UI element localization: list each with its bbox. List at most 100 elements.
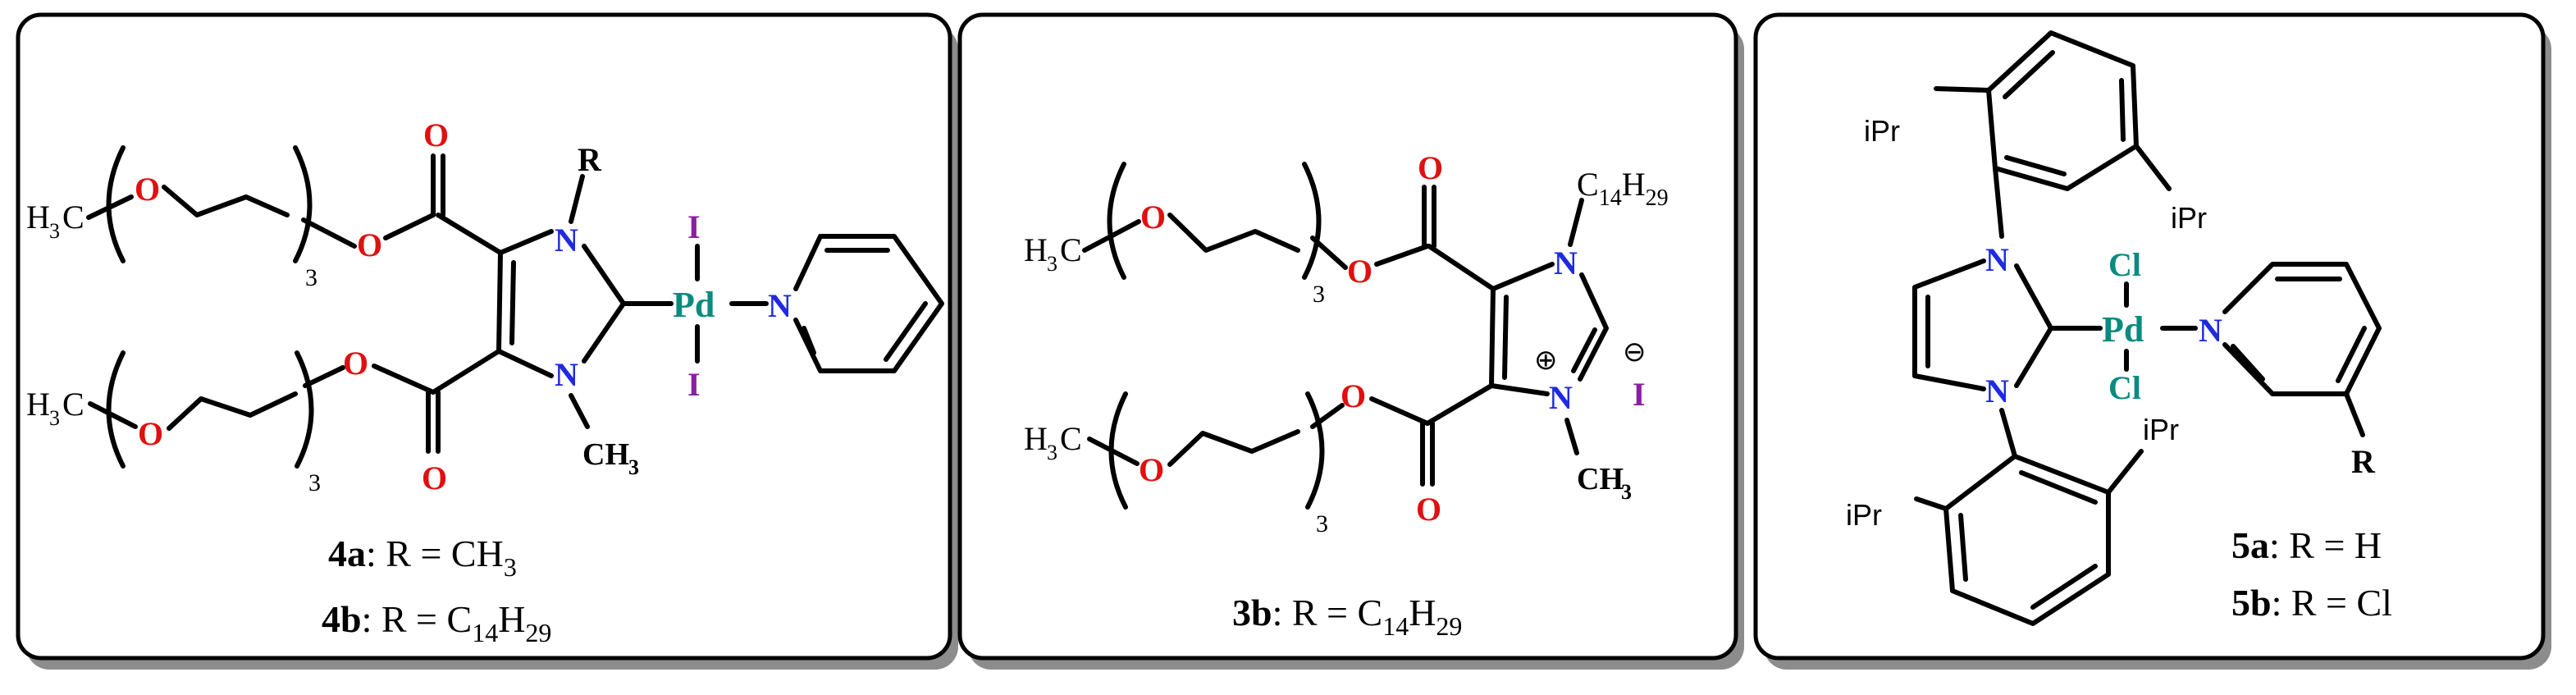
r-group: R — [578, 141, 602, 178]
label-4b: 4b: R = C14H29 — [322, 598, 551, 647]
molecule-3b: H 3 C O 3 O O H 3 C O 3 O O N N — [1024, 149, 1669, 641]
bond — [2106, 449, 2144, 495]
bond — [303, 365, 345, 388]
h3c-bottom: H — [26, 386, 50, 423]
compound-id-5a: 5a — [2231, 524, 2269, 566]
h3c-bottom-c: C — [62, 386, 84, 423]
iodine-atom: I — [687, 366, 701, 403]
bond — [436, 213, 503, 255]
bond — [383, 213, 436, 240]
bond — [1564, 418, 1579, 455]
bond — [1491, 262, 1555, 291]
bond — [569, 174, 585, 224]
bond — [1425, 383, 1494, 426]
label-3b-text: : R = C — [1272, 592, 1383, 633]
label-4b-text: : R = C — [362, 598, 473, 640]
isopropyl-label: iPr — [2171, 201, 2207, 235]
iodine-atom: I — [687, 208, 701, 245]
oxygen-atom: O — [357, 226, 382, 263]
nitrogen-atom: N — [555, 222, 578, 258]
oxygen-atom: O — [1341, 377, 1366, 414]
repeat-count-bottom: 3 — [308, 469, 321, 496]
nitrogen-atom: N — [2199, 312, 2222, 349]
label-4b-sub2: 29 — [525, 618, 551, 647]
carbonyl-double-bond — [431, 153, 445, 217]
ring-double-bond — [496, 250, 516, 354]
aryl-ring-bottom-double-bonds — [1958, 470, 2098, 610]
carbonyl-double-bond — [426, 390, 441, 454]
chlorine-atom: Cl — [2108, 246, 2141, 283]
bond — [2134, 144, 2172, 191]
h3c-top: H — [1024, 231, 1048, 268]
carbonyl-double-bond — [1420, 421, 1435, 487]
label-3b-sub: 14 — [1382, 611, 1409, 641]
bond — [1167, 429, 1300, 467]
label-3b-mid: H — [1409, 592, 1436, 633]
label-4a-text: : R = CH — [366, 533, 504, 574]
pyridine-double-bonds — [2231, 277, 2367, 383]
bond — [1993, 166, 2004, 239]
bond — [1082, 219, 1141, 253]
pyridine-ring — [793, 234, 944, 373]
oxygen-atom: O — [1140, 199, 1166, 235]
aryl-ring-top-double-bonds — [2003, 50, 2126, 176]
nitrogen-atom: N — [1985, 373, 2009, 409]
chlorine-atom: Cl — [2108, 369, 2141, 406]
paren-close-bottom — [1305, 391, 1325, 510]
label-5b-text: : R = Cl — [2272, 582, 2392, 624]
bond — [1489, 383, 1550, 396]
oxygen-atom: O — [343, 345, 368, 382]
bond — [569, 393, 590, 429]
r-group: R — [2351, 443, 2376, 480]
palladium-atom: Pd — [2102, 309, 2144, 350]
bond — [1310, 403, 1345, 429]
methyl-group: CH — [582, 437, 629, 472]
panel-left — [16, 12, 958, 670]
bond — [372, 364, 436, 395]
label-3b: 3b: R = C14H29 — [1232, 592, 1462, 641]
bond — [498, 229, 554, 255]
bond — [1934, 86, 1991, 93]
nitrogen-atom: N — [1549, 379, 1573, 416]
label-3b-sub2: 29 — [1436, 611, 1462, 641]
nitrogen-atom: N — [555, 356, 578, 393]
methyl-sub: 3 — [628, 455, 639, 479]
methyl-sub: 3 — [1621, 480, 1632, 504]
repeat-count-top: 3 — [305, 264, 317, 291]
bond — [1999, 408, 2017, 459]
compound-id-3b: 3b — [1232, 592, 1272, 633]
bond — [86, 194, 134, 220]
compound-id-5b: 5b — [2231, 582, 2272, 624]
oxygen-atom: O — [422, 460, 447, 496]
oxygen-atom: O — [423, 117, 449, 153]
nitrogen-atom: N — [1554, 245, 1578, 281]
oxygen-atom: O — [1416, 491, 1441, 528]
label-4a-sub: 3 — [504, 552, 517, 582]
isopropyl-label: iPr — [1864, 114, 1900, 148]
paren-open-top — [106, 145, 126, 263]
molecule-4: H 3 C O 3 O O H 3 C O 3 O O N N — [26, 117, 944, 647]
oxygen-atom: O — [1418, 149, 1443, 186]
compound-id-4a: 4a — [328, 533, 366, 574]
repeat-count-bottom: 3 — [1316, 510, 1328, 537]
compound-id-4b: 4b — [322, 598, 362, 640]
pyridine-ring — [2222, 262, 2382, 396]
panel-right — [1753, 12, 2551, 670]
bond — [1310, 235, 1348, 270]
paren-close-top — [293, 145, 313, 263]
label-4b-sub: 14 — [472, 618, 498, 647]
bond — [496, 349, 554, 378]
paren-open-top — [1107, 162, 1126, 280]
ring-double-bond — [1489, 286, 1509, 388]
bond — [1167, 213, 1300, 253]
h3c-bottom: H — [1024, 420, 1048, 457]
h3c-top-c: C — [62, 199, 84, 235]
iodide-counterion: I — [1633, 376, 1646, 413]
label-5b: 5b: R = Cl — [2231, 582, 2392, 624]
molecule-5: iPr iPr N N iPr iPr Pd Cl Cl N R 5a: R =… — [1846, 30, 2392, 626]
isopropyl-label: iPr — [2143, 413, 2179, 446]
bond — [162, 185, 290, 217]
bond — [1427, 244, 1496, 291]
palladium-atom: Pd — [673, 285, 715, 325]
n-alkyl-c14: C14H29 — [1577, 166, 1669, 211]
